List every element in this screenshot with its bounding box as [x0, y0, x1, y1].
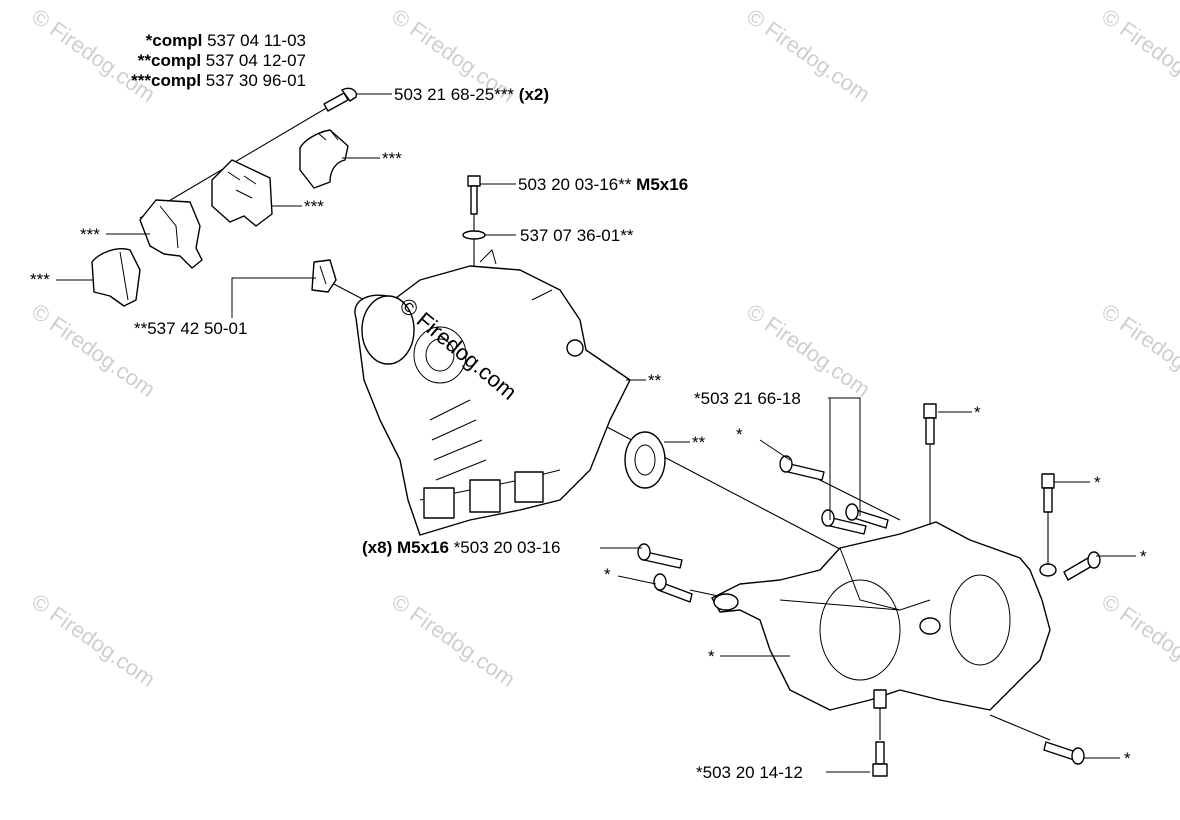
label-screw-front-left: *: [604, 565, 611, 584]
compl-line-3: ***compl 537 30 96-01: [131, 71, 306, 90]
compl-line-1: *compl 537 04 11-03: [146, 31, 306, 50]
watermark: © Firedog.com: [742, 4, 875, 107]
clamp-far-left: [91, 248, 141, 307]
label-screws-x8: (x8) M5x16 *503 20 03-16: [362, 538, 561, 557]
label-screw-vertical-right: *: [974, 403, 981, 422]
compl-header: *compl 537 04 11-03 **compl 537 04 12-07…: [131, 31, 306, 90]
label-screw-top: 503 21 68-25*** (x2): [394, 85, 549, 104]
label-clamp-left: ***: [80, 225, 100, 244]
screws-x8: [637, 543, 683, 569]
screw-lone-left: [779, 455, 825, 481]
compl-line-2: **compl 537 04 12-07: [138, 51, 306, 70]
label-screws-pair: *503 21 66-18: [694, 389, 801, 408]
watermark: © Firedog.com: [1097, 589, 1180, 692]
housing-half: [354, 249, 631, 536]
watermark: © Firedog.com: [387, 589, 520, 692]
clamp-right: [299, 129, 349, 189]
callout-labels: 503 21 68-25*** (x2) *** *** *** *** **5…: [30, 85, 1147, 782]
leader-lines: [56, 93, 1136, 773]
label-screw-right-a: *: [1094, 473, 1101, 492]
crankcase: [711, 521, 1057, 711]
label-screw-lone-left: *: [736, 425, 743, 444]
watermark: © Firedog.com: [1097, 4, 1180, 107]
label-washer: 537 07 36-01**: [520, 226, 634, 245]
watermark: © Firedog.com: [27, 589, 160, 692]
clamp-left: [139, 199, 203, 269]
label-bearing: **: [692, 433, 706, 452]
label-clamp-mid: ***: [304, 197, 324, 216]
screw-bottom: [872, 741, 888, 777]
label-screw-m5-top: 503 20 03-16** M5x16: [518, 175, 688, 194]
label-seal-small: **537 42 50-01: [134, 319, 247, 338]
screw-bottom-right: [1043, 741, 1085, 765]
screws-pair: [821, 503, 889, 535]
bearing: [624, 431, 666, 489]
label-screw-right-b: *: [1140, 547, 1147, 566]
watermark: © Firedog.com: [27, 299, 160, 402]
screw-front-left: [653, 573, 693, 603]
label-clamp-right: ***: [382, 149, 402, 168]
washer-ring: [462, 230, 486, 240]
screw-right-a: [1041, 473, 1055, 513]
label-clamp-far-left: ***: [30, 270, 50, 289]
screw-vertical-right: [923, 403, 937, 445]
label-screw-bottom-right: *: [1124, 749, 1131, 768]
clamp-mid: [211, 159, 273, 227]
label-crankcase: *: [708, 647, 715, 666]
screw-top: [323, 87, 357, 112]
seal-small: [311, 259, 337, 293]
watermark: © Firedog.com: [742, 299, 875, 402]
watermark: © Firedog.com: [1097, 299, 1180, 402]
label-housing: **: [648, 371, 662, 390]
screw-m5-top: [467, 175, 481, 215]
label-screw-bottom: *503 20 14-12: [696, 763, 803, 782]
screw-right-b: [1063, 551, 1101, 581]
